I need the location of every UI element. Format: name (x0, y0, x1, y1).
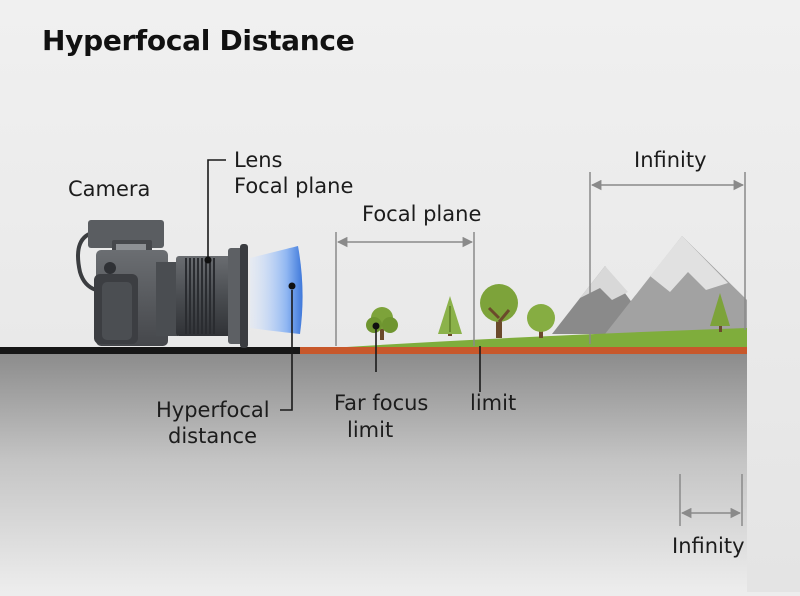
mountains (552, 236, 747, 334)
focal-plane-scene-label: Focal plane (362, 202, 482, 226)
far-focus-dot (372, 322, 380, 330)
lens-point-dot (204, 256, 212, 264)
focal-plane-camera-label: Focal plane (234, 174, 354, 198)
far-focus-label-line2: limit (347, 418, 394, 442)
infinity-bottom-dimension (679, 474, 743, 526)
infinity-top-dimension (589, 172, 746, 344)
far-focus-label-line1: Far focus (334, 391, 429, 415)
tree-medium-round (527, 304, 555, 338)
callout-lines (207, 159, 481, 411)
hyperfocal-label-line1: Hyperfocal (156, 398, 270, 422)
focal-plane-dimension (335, 232, 475, 346)
tree-large-round (480, 284, 518, 338)
ground-area (0, 352, 747, 592)
tree-far-pine (710, 293, 730, 332)
hyperfocal-label-line2: distance (168, 424, 257, 448)
infinity-bottom-label: Infinity (672, 534, 745, 558)
focal-point-dot (288, 282, 296, 290)
lens-glass (250, 246, 303, 334)
page-title: Hyperfocal Distance (42, 24, 355, 57)
soil-strip (280, 347, 747, 354)
grass-hill (330, 328, 747, 352)
infinity-top-label: Infinity (634, 148, 707, 172)
camera-label: Camera (68, 177, 151, 201)
camera-base-line (0, 347, 300, 354)
tree-pine (438, 296, 462, 336)
lens-label: Lens (234, 148, 283, 172)
camera-illustration (76, 220, 248, 348)
limit-label: limit (470, 391, 517, 415)
